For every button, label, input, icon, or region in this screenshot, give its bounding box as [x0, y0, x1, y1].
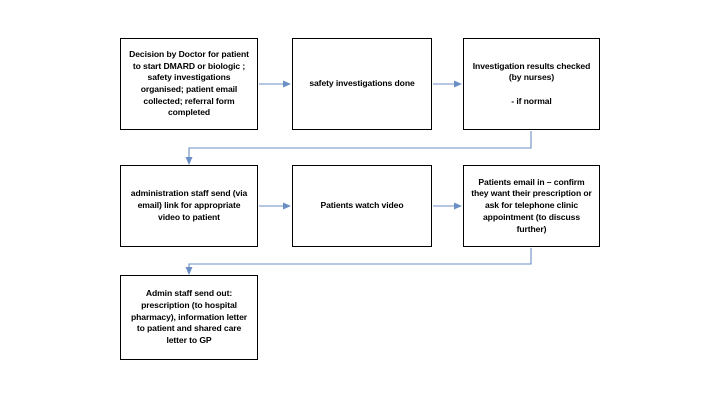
- flowchart-node-patients-watch-video[interactable]: Patients watch video: [292, 165, 432, 247]
- flowchart-node-safety-investigations-done[interactable]: safety investigations done: [292, 38, 432, 130]
- node-label: safety investigations done: [309, 78, 415, 89]
- node-label: Patients watch video: [320, 200, 404, 211]
- connector-arrow-n5-to-n6: [433, 202, 462, 210]
- flowchart-node-admin-staff-send-out[interactable]: Admin staff send out: prescription (to h…: [120, 275, 258, 360]
- flowchart-node-administration-staff-send-link[interactable]: administration staff send (via email) li…: [120, 165, 258, 247]
- node-label: administration staff send (via email) li…: [130, 188, 248, 222]
- connector-arrow-n4-to-n5: [259, 202, 291, 210]
- node-label: Admin staff send out: prescription (to h…: [130, 288, 247, 346]
- node-label: Investigation results checked (by nurses…: [472, 60, 591, 106]
- connector-arrow-n1-to-n2: [259, 80, 291, 88]
- flowchart-node-investigation-results-checked[interactable]: Investigation results checked (by nurses…: [463, 38, 600, 130]
- node-label: Patients email in – confirm they want th…: [471, 176, 592, 234]
- flowchart-node-patients-email-in[interactable]: Patients email in – confirm they want th…: [463, 165, 600, 247]
- connector-arrow-n2-to-n3: [433, 80, 462, 88]
- connector-arrow-n6-to-n7: [185, 248, 532, 275]
- node-label: Decision by Doctor for patient to start …: [129, 48, 249, 118]
- connector-arrow-n3-to-n4: [185, 131, 532, 165]
- flowchart-node-decision-by-doctor[interactable]: Decision by Doctor for patient to start …: [120, 38, 258, 130]
